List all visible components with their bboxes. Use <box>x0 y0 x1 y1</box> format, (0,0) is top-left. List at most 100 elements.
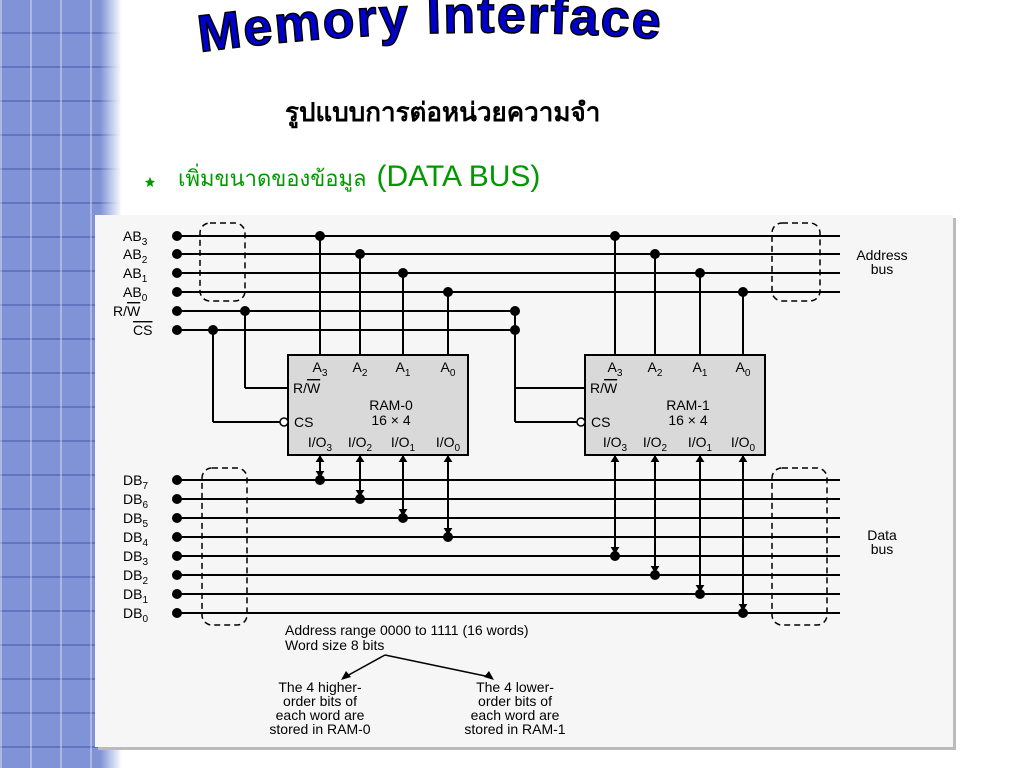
address-line-label: AB0 <box>123 284 148 304</box>
junction-dot <box>510 325 520 335</box>
title-text: Memory Interface <box>194 0 664 65</box>
note-right-text: order bits of <box>478 693 552 709</box>
chip-address-pin-label: A3 <box>313 359 328 379</box>
svg-text:Memory Interface: Memory Interface <box>194 0 665 64</box>
junction-dot <box>315 475 325 485</box>
address-bus-label: Address <box>856 247 907 263</box>
note-arrow <box>344 654 386 678</box>
ram-chip-0 <box>287 354 469 456</box>
junction-dot <box>398 268 408 278</box>
io-arrow-down <box>650 566 660 573</box>
note-right-text: The 4 lower- <box>476 679 554 695</box>
io-arrow-down <box>315 471 325 478</box>
io-arrow-down <box>398 509 408 516</box>
chip-io-pin-label: I/O0 <box>436 434 461 454</box>
arrow-head <box>484 671 494 680</box>
chip-address-pin-label: A1 <box>396 359 411 379</box>
data-bus-label: Data <box>867 527 897 543</box>
note-right-text: each word are <box>471 707 560 723</box>
address-line-label: AB2 <box>123 246 148 266</box>
note-right-text: stored in RAM-1 <box>464 721 565 737</box>
chip-size-label: 16 × 4 <box>668 412 708 428</box>
chip-address-pin-label: A0 <box>736 359 751 379</box>
chip-name-label: RAM-0 <box>369 397 413 413</box>
junction-dot <box>355 494 365 504</box>
note-left-text: The 4 higher- <box>278 679 362 695</box>
chip-rw-pin-label: R/W <box>590 380 618 396</box>
data-line-label: DB4 <box>123 529 148 549</box>
chip-io-pin-label: I/O3 <box>308 434 333 454</box>
junction-dot <box>695 268 705 278</box>
rw-line-label: R/W <box>113 303 141 319</box>
address-range-label: Address range 0000 to 1111 (16 words) <box>285 622 529 638</box>
chip-address-pin-label: A0 <box>441 359 456 379</box>
junction-dot <box>610 551 620 561</box>
chip-address-pin-label: A2 <box>353 359 368 379</box>
bus-bracket-left-data <box>201 467 248 626</box>
chip-io-pin-label: I/O2 <box>643 434 668 454</box>
io-arrow-up <box>355 455 365 462</box>
bus-bracket-left-address <box>199 222 246 302</box>
chip-address-pin-label: A2 <box>648 359 663 379</box>
junction-dot <box>315 231 325 241</box>
data-line-label: DB6 <box>123 491 148 511</box>
address-line-label: AB1 <box>123 265 148 285</box>
chip-cs-pin-label: CS <box>294 414 313 430</box>
io-arrow-down <box>695 585 705 592</box>
note-arrow <box>384 654 491 678</box>
io-arrow-down <box>610 547 620 554</box>
chip-io-pin-label: I/O1 <box>391 434 416 454</box>
junction-dot <box>738 608 748 618</box>
cs-inversion-bubble <box>576 417 586 427</box>
junction-dot <box>650 570 660 580</box>
io-arrow-up <box>610 455 620 462</box>
chip-name-label: RAM-1 <box>666 397 710 413</box>
junction-dot <box>398 513 408 523</box>
junction-dot <box>443 287 453 297</box>
chip-rw-pin-label: R/W <box>293 380 321 396</box>
note-left-text: stored in RAM-0 <box>269 721 370 737</box>
data-line-label: DB5 <box>123 510 148 530</box>
chip-io-pin-label: I/O1 <box>688 434 713 454</box>
chip-io-pin-label: I/O3 <box>603 434 628 454</box>
chip-address-pin-label: A3 <box>608 359 623 379</box>
data-line-label: DB3 <box>123 548 148 568</box>
io-arrow-up <box>315 455 325 462</box>
bus-bracket-right-address <box>771 222 821 302</box>
ram-chip-1 <box>584 354 766 456</box>
chip-io-pin-label: I/O0 <box>731 434 756 454</box>
io-arrow-up <box>738 455 748 462</box>
address-line-label: AB3 <box>123 228 148 248</box>
address-bus-label: bus <box>871 261 894 277</box>
cs-inversion-bubble <box>279 417 289 427</box>
word-size-label: Word size 8 bits <box>285 637 384 653</box>
data-line-label: DB0 <box>123 605 148 625</box>
arrow-head <box>341 671 351 680</box>
io-arrow-up <box>650 455 660 462</box>
memory-wiring-diagram: AB3AB2AB1AB0R/WCSDB7DB6DB5DB4DB3DB2DB1DB… <box>113 222 908 737</box>
data-line-label: DB2 <box>123 567 148 587</box>
junction-dot <box>650 249 660 259</box>
data-bus-label: bus <box>871 541 894 557</box>
crescent-star-icon <box>132 170 155 194</box>
io-arrow-down <box>443 528 453 535</box>
chip-cs-pin-label: CS <box>591 414 610 430</box>
chip-size-label: 16 × 4 <box>371 412 411 428</box>
cs-line-label: CS <box>133 322 152 338</box>
data-line-label: DB7 <box>123 472 148 492</box>
note-left-text: order bits of <box>283 693 357 709</box>
bus-bracket-right-data <box>771 467 828 626</box>
bullet-text-thai: เพิ่มขนาดของข้อมูล <box>178 167 367 192</box>
chip-address-pin-label: A1 <box>693 359 708 379</box>
slide-subtitle: รูปแบบการต่อหน่วยความจำ <box>285 98 601 128</box>
junction-dot <box>355 249 365 259</box>
junction-dot <box>695 589 705 599</box>
io-arrow-up <box>695 455 705 462</box>
io-arrow-down <box>355 490 365 497</box>
io-arrow-up <box>443 455 453 462</box>
junction-dot <box>443 532 453 542</box>
slide-title: Memory Interface <box>194 0 665 65</box>
bullet-item: เพิ่มขนาดของข้อมูล (DATA BUS) <box>130 160 540 204</box>
io-arrow-up <box>398 455 408 462</box>
data-line-label: DB1 <box>123 586 148 606</box>
